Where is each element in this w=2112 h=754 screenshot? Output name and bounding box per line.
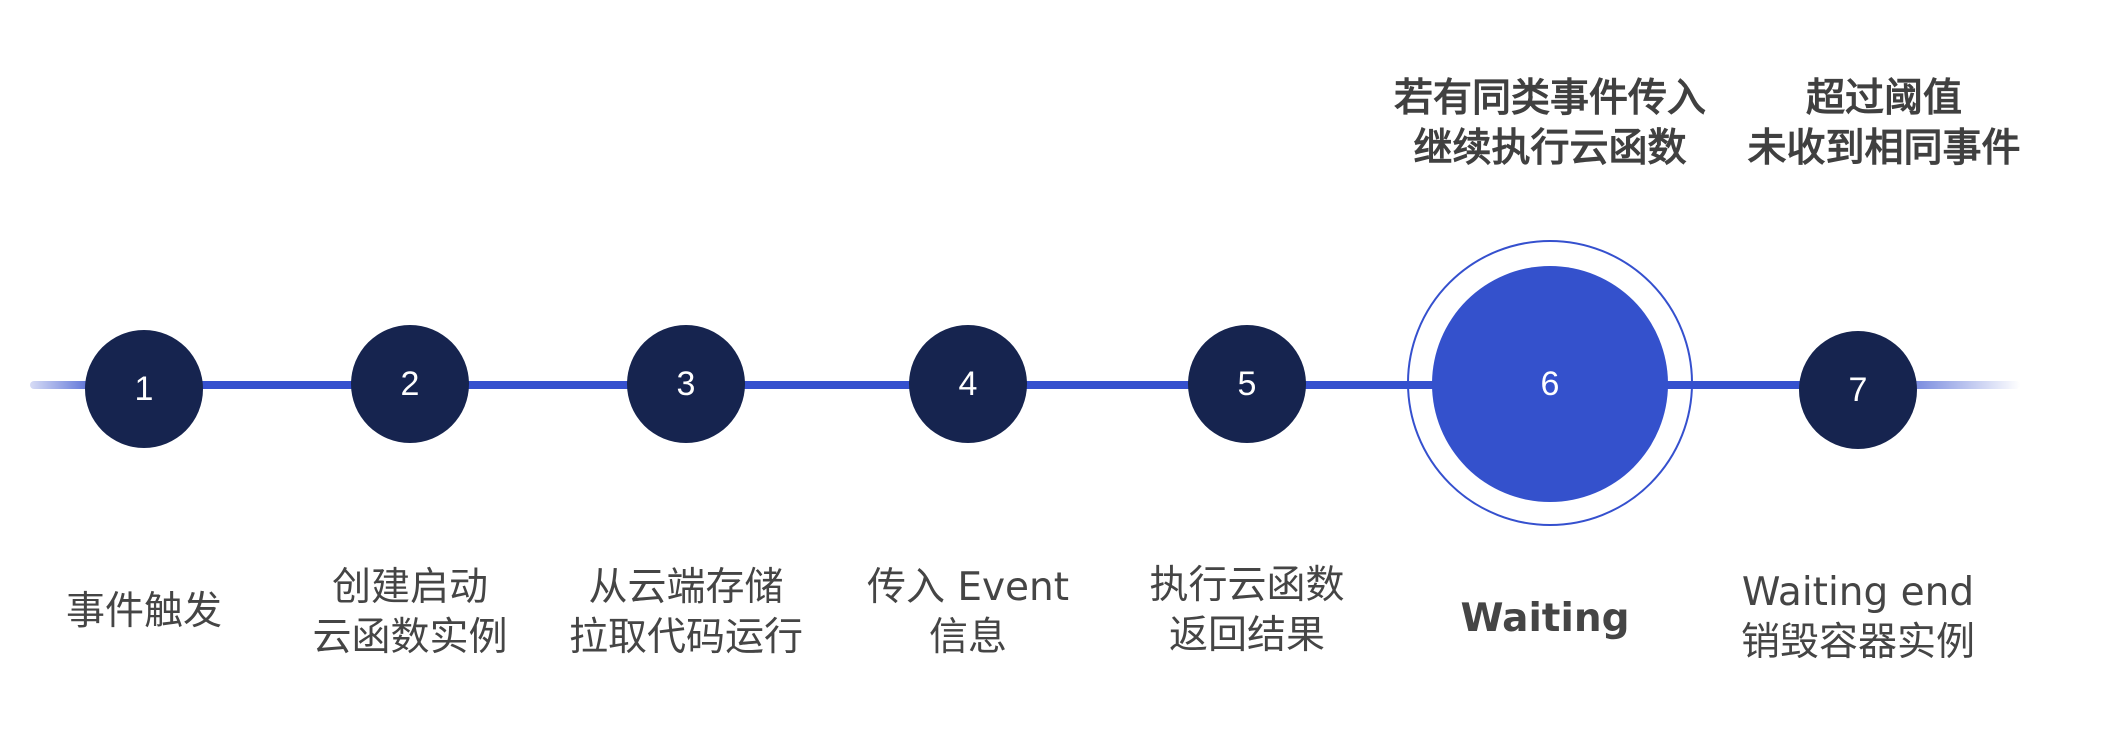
- step-label-4: 传入 Event 信息: [867, 563, 1069, 663]
- step-node-5: 5: [1188, 325, 1306, 443]
- step-label-2-line-1: 创建启动: [331, 565, 489, 610]
- step-label-5-line-2: 返回结果: [1168, 613, 1326, 658]
- step-node-2: 2: [351, 325, 469, 443]
- step-label-6: Waiting: [1460, 594, 1629, 644]
- step-number-4: 4: [958, 364, 978, 403]
- step-label-7: Waiting end 销毁容器实例: [1741, 568, 1975, 668]
- annotation-timeout: 超过阈值 未收到相同事件: [1747, 74, 2020, 174]
- step-node-7: 7: [1799, 331, 1917, 449]
- step-label-4-line-1: 传入 Event: [866, 565, 1070, 610]
- step-number-3: 3: [676, 364, 696, 403]
- step-number-6: 6: [1540, 364, 1560, 403]
- step-label-7-line-2: 销毁容器实例: [1740, 620, 1976, 665]
- step-node-1: 1: [85, 330, 203, 448]
- annotation-repeat-line-2: 继续执行云函数: [1413, 126, 1687, 171]
- step-label-7-line-1: Waiting end: [1741, 570, 1975, 615]
- step-label-1-line-1: 事件触发: [65, 589, 223, 634]
- step-number-1: 1: [134, 369, 154, 408]
- step-label-2-line-2: 云函数实例: [312, 615, 508, 660]
- step-label-5-line-1: 执行云函数: [1149, 563, 1345, 608]
- step-label-4-line-2: 信息: [928, 615, 1007, 660]
- annotation-timeout-line-1: 超过阈值: [1805, 76, 1963, 121]
- step-node-3: 3: [627, 325, 745, 443]
- step-number-5: 5: [1237, 364, 1257, 403]
- annotation-repeat-line-1: 若有同类事件传入: [1393, 76, 1707, 121]
- step-number-2: 2: [400, 364, 420, 403]
- annotation-timeout-line-2: 未收到相同事件: [1747, 126, 2021, 171]
- step-node-6: 6: [1432, 266, 1668, 502]
- step-label-3-line-2: 拉取代码运行: [568, 615, 804, 660]
- step-label-5: 执行云函数 返回结果: [1149, 561, 1344, 661]
- step-number-7: 7: [1848, 370, 1868, 409]
- step-label-6-line-1: Waiting: [1460, 596, 1630, 641]
- step-node-4: 4: [909, 325, 1027, 443]
- step-label-1: 事件触发: [66, 587, 222, 637]
- step-label-3: 从云端存储 拉取代码运行: [569, 563, 803, 663]
- step-ring-6: [1407, 240, 1693, 526]
- step-label-2: 创建启动 云函数实例: [312, 563, 507, 663]
- annotation-repeat-event: 若有同类事件传入 继续执行云函数: [1394, 74, 1706, 174]
- step-label-3-line-1: 从云端存储: [588, 565, 784, 610]
